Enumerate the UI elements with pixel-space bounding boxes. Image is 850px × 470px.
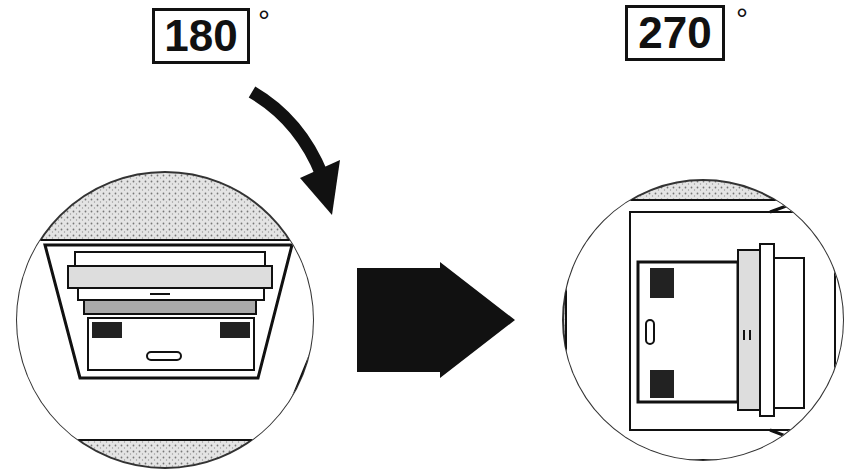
printer-side-view — [563, 180, 850, 460]
degree-sign: ° — [258, 6, 270, 36]
printer-front-view — [12, 172, 320, 468]
angle-value: 270 — [638, 11, 711, 55]
angle-box: 270 — [625, 5, 725, 61]
angle-box: 180 — [152, 8, 250, 64]
step-arrow — [357, 262, 515, 378]
degree-sign: ° — [736, 4, 748, 34]
rotate-arrow — [252, 92, 340, 215]
angle-value: 180 — [164, 14, 237, 58]
